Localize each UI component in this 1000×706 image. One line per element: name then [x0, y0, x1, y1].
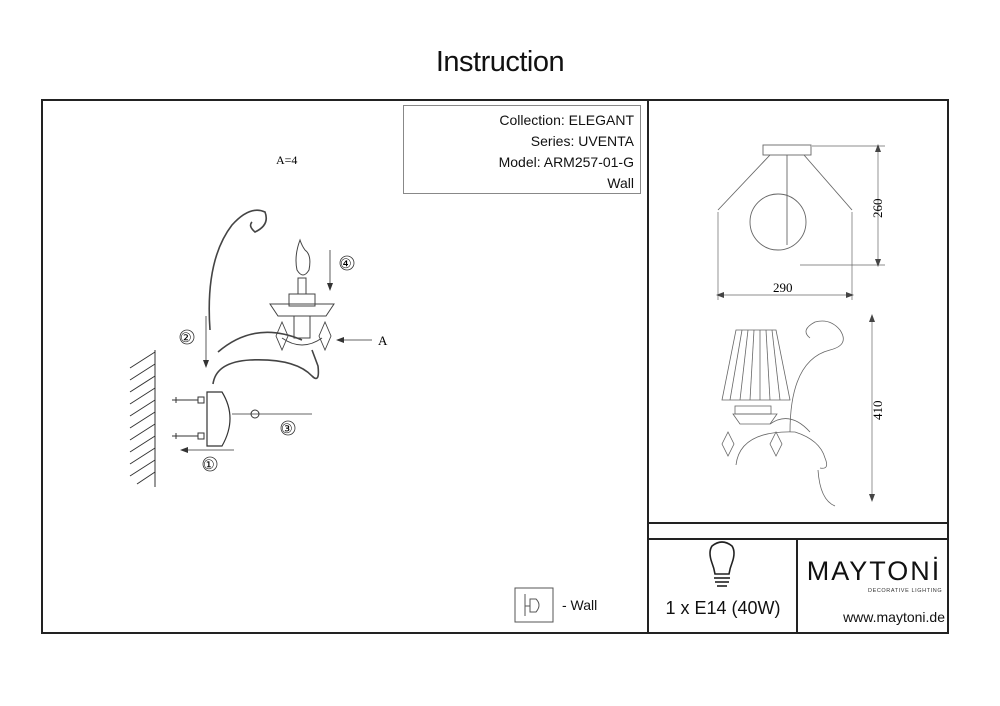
wall-hatch: [129, 350, 156, 487]
side-view-lamp: [721, 320, 844, 507]
bulb-spec: 1 x E14 (40W): [665, 598, 781, 618]
wall-legend-label: - Wall: [562, 597, 598, 613]
wall-mount-icon: [514, 587, 554, 623]
dimension-lines: [717, 145, 885, 500]
wall-plate: [206, 391, 231, 447]
mount-label: Wall: [607, 175, 634, 191]
candle: [269, 238, 335, 346]
screws: [172, 396, 205, 440]
frame-divider-bottom: [796, 538, 798, 634]
dimension-height-total: 410: [870, 401, 885, 421]
brand-website: www.maytoni.de: [843, 609, 945, 625]
frame-divider-vertical: [647, 99, 649, 634]
dimension-height-top: 260: [870, 199, 885, 219]
lamp-arm: [208, 209, 320, 385]
step-1-label: ①: [203, 457, 215, 472]
top-view-lamp: [717, 144, 853, 251]
brand-tagline: DECORATIVE LIGHTING: [868, 588, 943, 594]
part-count-label: A=4: [276, 153, 297, 167]
bulb-icon: [709, 541, 735, 587]
step-3-label: ③: [281, 421, 293, 436]
model-label: Model: ARM257-01-G: [498, 154, 634, 170]
series-label: Series: UVENTA: [530, 133, 634, 149]
frame-divider-right-1: [647, 522, 949, 524]
step-4-label: ④: [340, 256, 352, 271]
step-2-label: ②: [180, 330, 192, 345]
brand-logo: MAYTONİ: [806, 556, 942, 586]
frame-divider-right-2: [647, 538, 949, 540]
dimension-width: 290: [773, 280, 793, 295]
instruction-frame: [41, 99, 949, 634]
collection-label: Collection: ELEGANT: [499, 112, 634, 128]
callout-a: A: [378, 333, 388, 348]
page-title: Instruction: [435, 46, 565, 78]
product-info-box: Collection: ELEGANT Series: UVENTA Model…: [403, 105, 641, 194]
crystals: [275, 320, 332, 352]
